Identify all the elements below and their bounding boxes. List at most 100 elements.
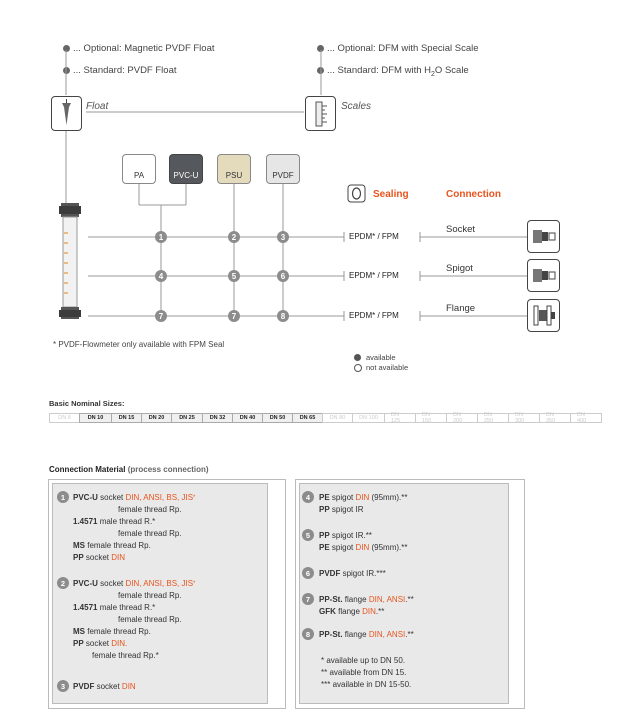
cm1-line1: PVC-U socket DIN, ANSI, BS, JIS* <box>73 493 195 503</box>
material-title: Connection Material (process connection) <box>49 465 209 474</box>
cm2-pvcu: PVC-U <box>73 579 98 588</box>
scale-standard-sub: 2 <box>431 70 435 78</box>
node-3: 3 <box>277 231 289 243</box>
float-optional-text: ... Optional: Magnetic PVDF Float <box>73 43 215 54</box>
cm5-pe-spigot: spigot <box>329 543 356 552</box>
seal-row1: EPDM* / FPM <box>349 232 399 241</box>
bullet <box>317 45 324 52</box>
cm-num-6: 6 <box>302 567 314 579</box>
connection-header: Connection <box>446 189 501 200</box>
flowmeter-icon <box>59 203 81 319</box>
node-2: 2 <box>228 231 240 243</box>
cm1-line6: PP socket DIN <box>73 553 125 563</box>
cm2-socket: socket <box>97 579 126 588</box>
connection-socket: Socket <box>446 224 476 235</box>
cm7-flange: flange <box>342 595 369 604</box>
legend-available-dot <box>354 354 361 361</box>
asterisk: * <box>193 495 196 501</box>
cm2-male: male thread R.* <box>97 603 156 612</box>
cm7-line1: PP-St. flange DIN, ANSI.** <box>319 595 414 605</box>
cm1-line5: MS female thread Rp. <box>73 541 151 551</box>
scale-optional-text: ... Optional: DFM with Special Scale <box>327 43 479 54</box>
left-panel <box>52 483 268 704</box>
cm8-ppst: PP-St. <box>319 630 343 639</box>
cm8-std: DIN, ANSI <box>368 630 406 639</box>
cm2-line4: female thread Rp. <box>118 615 182 624</box>
cm1-std: DIN, ANSI, BS, JIS <box>125 493 194 502</box>
size-dn40: DN 40 <box>232 413 263 423</box>
material-pa: PA <box>122 154 156 184</box>
connection-flange: Flange <box>446 303 476 314</box>
cm1-steel: 1.4571 <box>73 517 98 526</box>
size-dn125: DN 125 <box>384 412 416 424</box>
cm-num-8: 8 <box>302 628 314 640</box>
size-dn50: DN 50 <box>262 413 293 423</box>
cm6-spigot: spigot IR.*** <box>340 569 386 578</box>
material-psu: PSU <box>217 154 251 184</box>
node-7: 7 <box>155 310 167 322</box>
cm6-line1: PVDF spigot IR.*** <box>319 569 386 579</box>
material-pvc-u-label: PVC-U <box>173 171 199 180</box>
size-dn65: DN 65 <box>292 413 323 423</box>
node-1: 1 <box>155 231 167 243</box>
cm7-line2: GFK flange DIN.** <box>319 607 384 617</box>
connection-spigot: Spigot <box>446 263 473 274</box>
material-pvc-u: PVC-U <box>169 154 203 184</box>
cm7-gfk-flange: flange <box>335 607 363 616</box>
size-dn80: DN 80 <box>322 413 353 423</box>
cm2-line5: MS female thread Rp. <box>73 627 151 637</box>
node-6: 6 <box>277 270 289 282</box>
cm2-line1: PVC-U socket DIN, ANSI, BS, JIS* <box>73 579 195 589</box>
cm2-ms-thread: female thread Rp. <box>85 627 151 636</box>
cm2-pp: PP <box>73 639 84 648</box>
scales-label: Scales <box>341 101 372 112</box>
cm4-size: (95mm).** <box>369 493 408 502</box>
cm1-line3: 1.4571 male thread R.* <box>73 517 155 527</box>
cm5-pe: PE <box>319 543 330 552</box>
cm3-din: DIN <box>121 682 136 691</box>
float-standard-text: ... Standard: PVDF Float <box>73 65 177 76</box>
diagram-lines <box>65 50 527 321</box>
scales-icon <box>305 96 336 131</box>
bullet <box>63 45 70 52</box>
material-pvdf: PVDF <box>266 154 300 184</box>
size-dn200: DN 200 <box>446 412 478 424</box>
material-title-main: Connection Material <box>49 465 126 474</box>
cm1-pp: PP <box>73 553 84 562</box>
cm7-gfk-note: .** <box>375 607 385 616</box>
cm5-pp: PP <box>319 531 330 540</box>
cm6-pvdf: PVDF <box>319 569 341 578</box>
size-dn150: DN 150 <box>415 412 447 424</box>
cm2-pp-din: DIN. <box>111 639 128 648</box>
cm7-din: DIN <box>362 607 376 616</box>
cm-num-4: 4 <box>302 491 314 503</box>
cm4-spigot: spigot <box>329 493 356 502</box>
cm-footnote-3: *** available in DN 15-50. <box>321 680 412 689</box>
cm2-line7: female thread Rp.* <box>92 651 159 660</box>
cm2-pp-socket: socket <box>83 639 112 648</box>
material-psu-label: PSU <box>225 171 243 180</box>
cm1-pp-din: DIN <box>111 553 126 562</box>
cm5-spigot: spigot IR.** <box>329 531 372 540</box>
cm-num-1: 1 <box>57 491 69 503</box>
sizes-title: Basic Nominal Sizes: <box>49 399 125 408</box>
size-dn350: DN 350 <box>539 412 571 424</box>
node-7b: 7 <box>228 310 240 322</box>
pvdf-footnote: * PVDF-Flowmeter only available with FPM… <box>53 340 225 349</box>
cm5-size: (95mm).** <box>369 543 408 552</box>
flange-icon <box>527 299 560 332</box>
cm4-pp: PP <box>319 505 330 514</box>
right-panel <box>299 483 509 704</box>
cm4-line1: PE spigot DIN (95mm).** <box>319 493 407 503</box>
size-dn32: DN 32 <box>202 413 233 423</box>
cm3-socket: socket <box>94 682 122 691</box>
cm4-pe: PE <box>319 493 330 502</box>
cm3-pvdf: PVDF <box>73 682 95 691</box>
sealing-icon <box>347 184 366 203</box>
size-dn300: DN 300 <box>508 412 540 424</box>
nominal-sizes-bar: DN 8 DN 10 DN 15 DN 20 DN 25 DN 32 DN 40… <box>49 412 602 424</box>
seal-row3: EPDM* / FPM <box>349 311 399 320</box>
cm8-line1: PP-St. flange DIN, ANSI.** <box>319 630 414 640</box>
cm2-steel: 1.4571 <box>73 603 98 612</box>
cm2-line3: 1.4571 male thread R.* <box>73 603 155 613</box>
